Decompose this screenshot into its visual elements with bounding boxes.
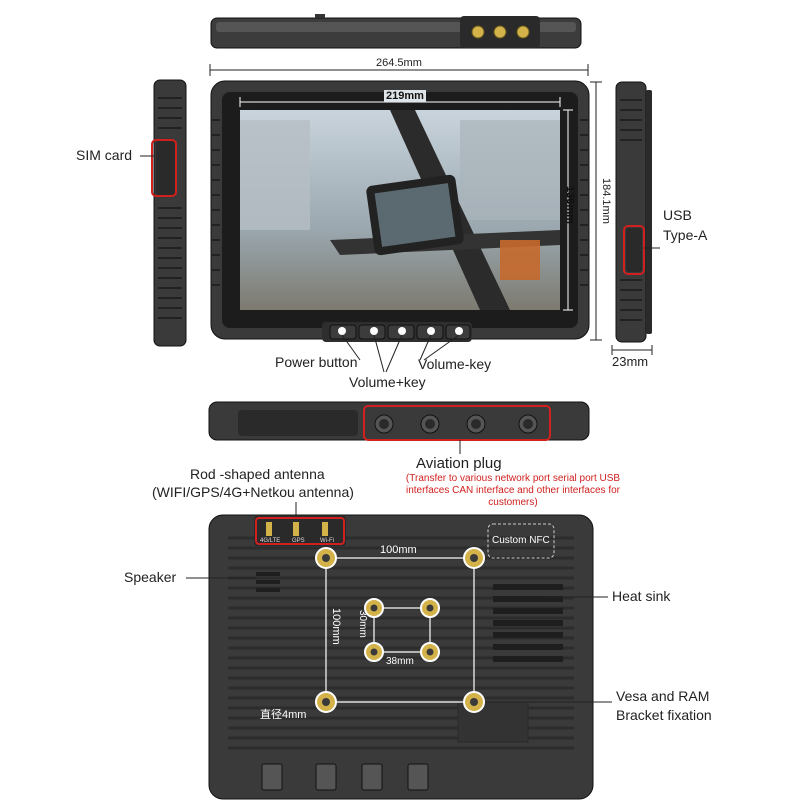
- hole-diameter-label: 直径4mm: [260, 709, 307, 721]
- usb-label-line1: USB: [663, 207, 692, 223]
- power-button[interactable]: [338, 327, 346, 335]
- vesa-small-v-label: 30mm: [357, 610, 368, 638]
- volume-plus-label: Volume+key: [349, 374, 426, 390]
- custom-nfc-label: Custom NFC: [492, 535, 550, 546]
- device-top-view: [210, 14, 582, 52]
- vesa-large-h-label: 100mm: [380, 544, 417, 556]
- vesa-label-line2: Bracket fixation: [616, 707, 712, 723]
- right-side-drawing: [615, 81, 652, 343]
- volume-minus-label: Volume-key: [418, 356, 492, 372]
- screen-width-label: 219mm: [384, 90, 426, 102]
- overall-height-label: 184.1mm: [600, 178, 612, 224]
- vesa-label-line1: Vesa and RAM: [616, 688, 710, 704]
- aviation-plug-label: Aviation plug: [416, 455, 502, 472]
- antenna-label-gps: GPS: [292, 538, 305, 544]
- function-button-2[interactable]: [455, 327, 463, 335]
- back-view-drawing: [208, 514, 594, 800]
- heat-sink-label: Heat sink: [612, 588, 671, 604]
- thickness-label: 23mm: [612, 354, 649, 369]
- left-side-drawing: [151, 79, 187, 347]
- front-view-drawing: [210, 80, 590, 340]
- usb-label-line2: Type-A: [663, 227, 708, 243]
- device-left-side-view: [150, 78, 190, 348]
- vesa-large-v-label: 100mm: [330, 608, 342, 645]
- antenna-label-lte: 4G/LTE: [260, 538, 281, 544]
- antenna-label-wifi: Wi-Fi: [320, 538, 334, 544]
- overall-width-label: 264.5mm: [376, 57, 422, 69]
- vesa-small-h-label: 38mm: [386, 656, 414, 667]
- sim-card-label: SIM card: [76, 147, 133, 163]
- antenna-label-line2: (WIFI/GPS/4G+Netkou antenna): [152, 484, 354, 500]
- power-button-label: Power button: [275, 354, 358, 370]
- antenna-label-line1: Rod -shaped antenna: [190, 466, 325, 482]
- device-bottom-view: [208, 398, 590, 444]
- device-front-view: 219mm 136mm: [210, 80, 590, 342]
- speaker-label: Speaker: [124, 569, 177, 585]
- bottom-view-drawing: [208, 401, 590, 441]
- volume-plus-button[interactable]: [370, 327, 378, 335]
- screen-height-label: 136mm: [564, 186, 576, 224]
- device-right-side-view: [612, 80, 654, 344]
- volume-minus-button[interactable]: [398, 327, 406, 335]
- function-button-1[interactable]: [427, 327, 435, 335]
- aviation-plug-note: (Transfer to various network port serial…: [405, 473, 621, 508]
- top-view-drawing: [210, 14, 582, 49]
- device-back-view: 4G/LTE GPS Wi-Fi Custom NFC 100mm 100mm …: [208, 514, 594, 800]
